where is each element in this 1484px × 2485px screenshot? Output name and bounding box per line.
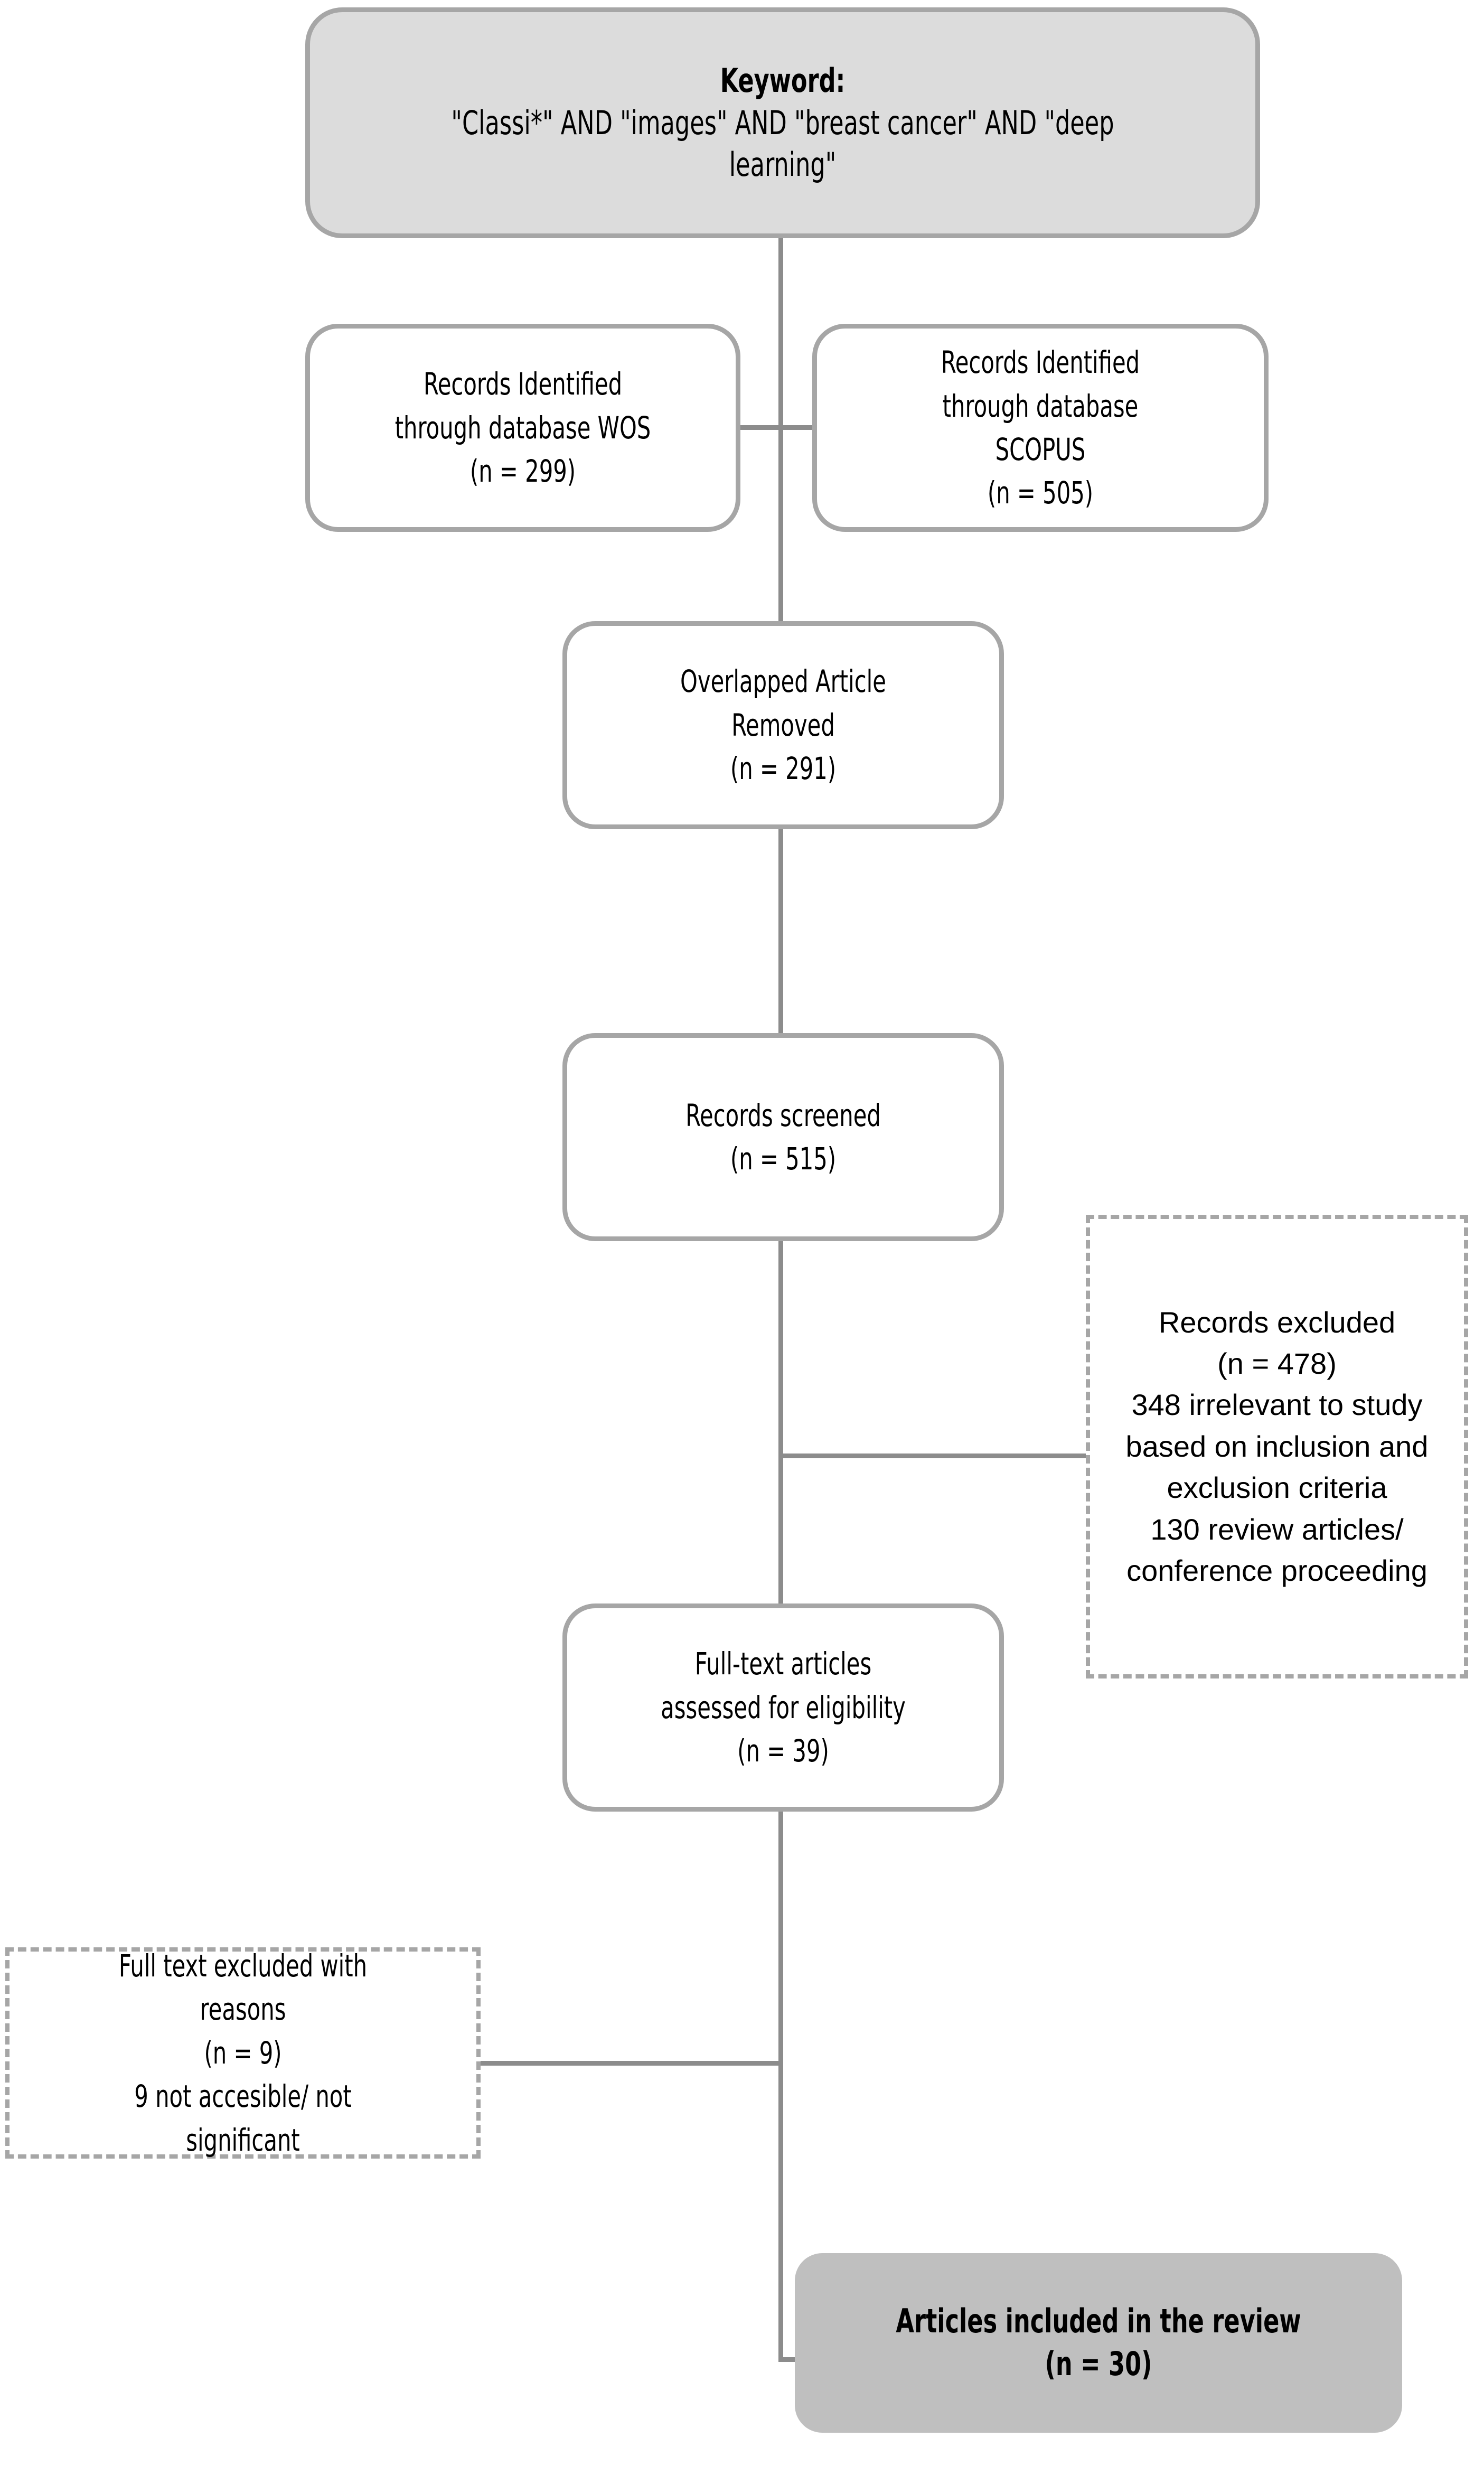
keyword-query-line-1: "Classi*" AND "images" AND "breast cance… xyxy=(451,103,1114,142)
fulltext-excluded-reason-line-2: significant xyxy=(186,2122,300,2158)
fulltext-assessed-box: Full-text articles assessed for eligibil… xyxy=(562,1603,1004,1812)
overlapped-article-removed-box: Overlapped Article Removed (n = 291) xyxy=(562,621,1004,829)
scopus-line-2: through database xyxy=(942,388,1139,424)
screening-line-1: Records screened xyxy=(685,1097,881,1133)
records-excluded-reason1-line-2: based on inclusion and xyxy=(1125,1429,1429,1463)
keyword-heading: Keyword: xyxy=(720,61,846,100)
records-excluded-box: Records excluded (n = 478) 348 irrelevan… xyxy=(1086,1215,1468,1678)
fulltext-excluded-box: Full text excluded with reasons (n = 9) … xyxy=(5,1947,481,2159)
fulltext-excluded-reason-line-1: 9 not accesible/ not xyxy=(134,2078,352,2115)
connector-spine-main xyxy=(778,238,783,2362)
records-excluded-line-1: Records excluded xyxy=(1158,1305,1396,1339)
scopus-count: (n = 505) xyxy=(987,475,1094,511)
duplicates-line-2: Removed xyxy=(731,707,835,743)
wos-count: (n = 299) xyxy=(469,453,576,490)
wos-line-2: through database WOS xyxy=(395,409,651,446)
records-excluded-count: (n = 478) xyxy=(1217,1347,1337,1381)
records-excluded-reason1-line-3: exclusion criteria xyxy=(1167,1471,1387,1505)
articles-included-box: Articles included in the review (n = 30) xyxy=(795,2253,1402,2433)
wos-line-1: Records Identified xyxy=(423,366,623,402)
connector-fulltext-excluded xyxy=(480,2061,783,2066)
records-identified-wos-box: Records Identified through database WOS … xyxy=(305,324,740,532)
fulltext-excluded-count: (n = 9) xyxy=(204,2034,282,2071)
connector-records-excluded xyxy=(778,1454,1088,1458)
fulltext-excluded-line-2: reasons xyxy=(200,1991,286,2028)
records-identified-scopus-box: Records Identified through database SCOP… xyxy=(812,324,1269,532)
keyword-query-line-2: learning" xyxy=(729,145,837,184)
keyword-box: Keyword: "Classi*" AND "images" AND "bre… xyxy=(305,7,1260,238)
screening-count: (n = 515) xyxy=(730,1141,837,1177)
scopus-line-1: Records Identified xyxy=(941,344,1140,381)
connector-identification-bar xyxy=(737,425,814,430)
duplicates-line-1: Overlapped Article xyxy=(680,663,886,700)
eligibility-line-1: Full-text articles xyxy=(694,1646,872,1682)
scopus-line-3: SCOPUS xyxy=(995,432,1086,467)
included-line-1: Articles included in the review xyxy=(896,2302,1301,2341)
records-screened-box: Records screened (n = 515) xyxy=(562,1033,1004,1241)
eligibility-line-2: assessed for eligibility xyxy=(661,1689,906,1726)
records-excluded-reason1-line-1: 348 irrelevant to study xyxy=(1131,1388,1423,1422)
records-excluded-reason2-line-1: 130 review articles/ xyxy=(1150,1512,1404,1546)
records-excluded-reason2-line-2: conference proceeding xyxy=(1126,1553,1427,1587)
fulltext-excluded-line-1: Full text excluded with xyxy=(118,1948,368,1984)
eligibility-count: (n = 39) xyxy=(737,1733,829,1769)
duplicates-count: (n = 291) xyxy=(730,751,837,787)
included-count: (n = 30) xyxy=(1045,2345,1152,2383)
